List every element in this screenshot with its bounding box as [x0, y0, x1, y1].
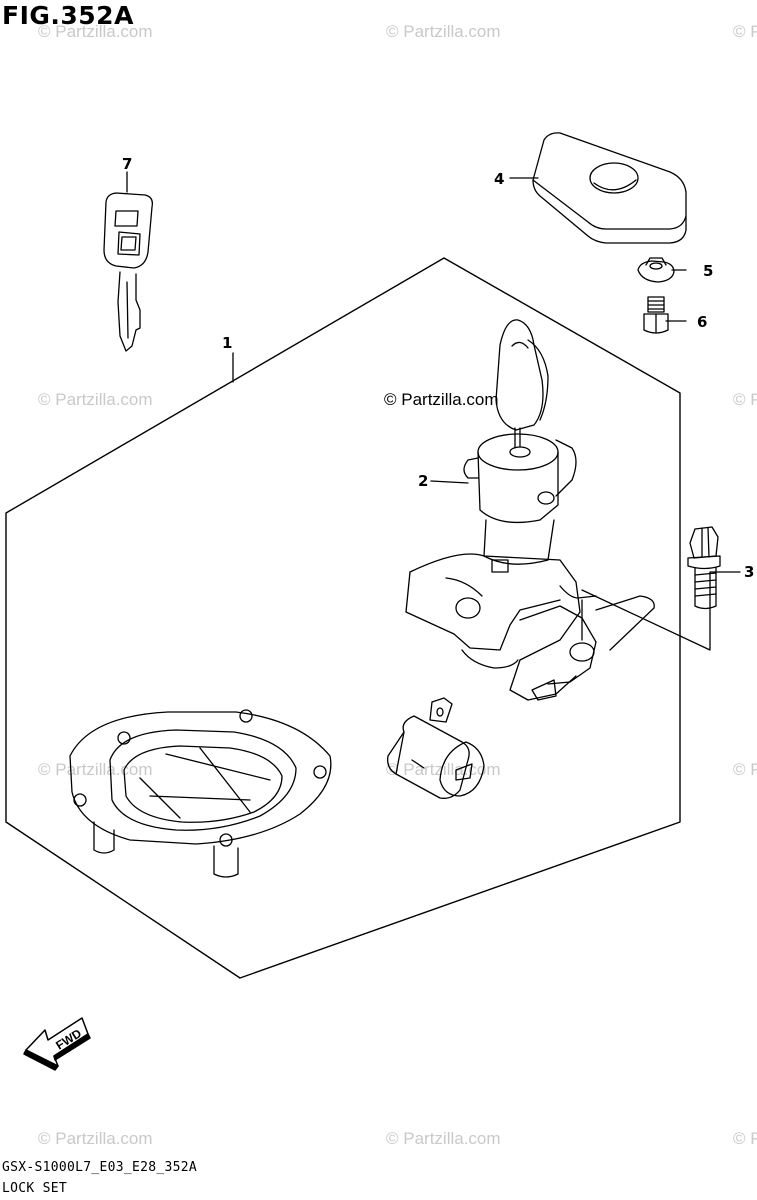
callout-7: 7 [122, 155, 133, 173]
fwd-arrow [23, 1017, 91, 1071]
diagram-code: GSX-S1000L7_E03_E28_352A [2, 1160, 198, 1175]
diagram-caption: LOCK SET [2, 1181, 68, 1196]
watermark: © P [733, 1129, 757, 1148]
callout-5: 5 [703, 262, 714, 280]
lock-cylinder [387, 697, 485, 799]
ignition-switch-part-2 [405, 319, 655, 701]
watermark: © P [733, 760, 757, 779]
fuel-cap-ring [69, 709, 332, 878]
watermark: © P [733, 22, 757, 41]
bolt-part-3 [687, 526, 721, 610]
washer-part-5 [637, 257, 675, 283]
watermark: © Partzilla.com [38, 1129, 153, 1148]
watermark: © P [733, 390, 757, 409]
callout-2: 2 [418, 472, 429, 490]
watermark-center: © Partzilla.com [384, 390, 499, 409]
cover-part-4 [532, 132, 687, 244]
bolt-part-6 [643, 296, 669, 334]
key-part-7 [103, 192, 153, 352]
assembly-box [5, 257, 681, 979]
callout-4: 4 [494, 170, 505, 188]
watermark: © Partzilla.com [38, 22, 153, 41]
callout-3: 3 [744, 563, 755, 581]
callout-1: 1 [222, 334, 233, 352]
watermark: © Partzilla.com [38, 390, 153, 409]
watermark: © Partzilla.com [386, 1129, 501, 1148]
figure-title: FIG.352A [2, 1, 134, 30]
callout-6: 6 [697, 313, 708, 331]
leader-line-2 [430, 480, 469, 484]
leader-line-3 [581, 571, 741, 651]
watermark: © Partzilla.com [386, 22, 501, 41]
